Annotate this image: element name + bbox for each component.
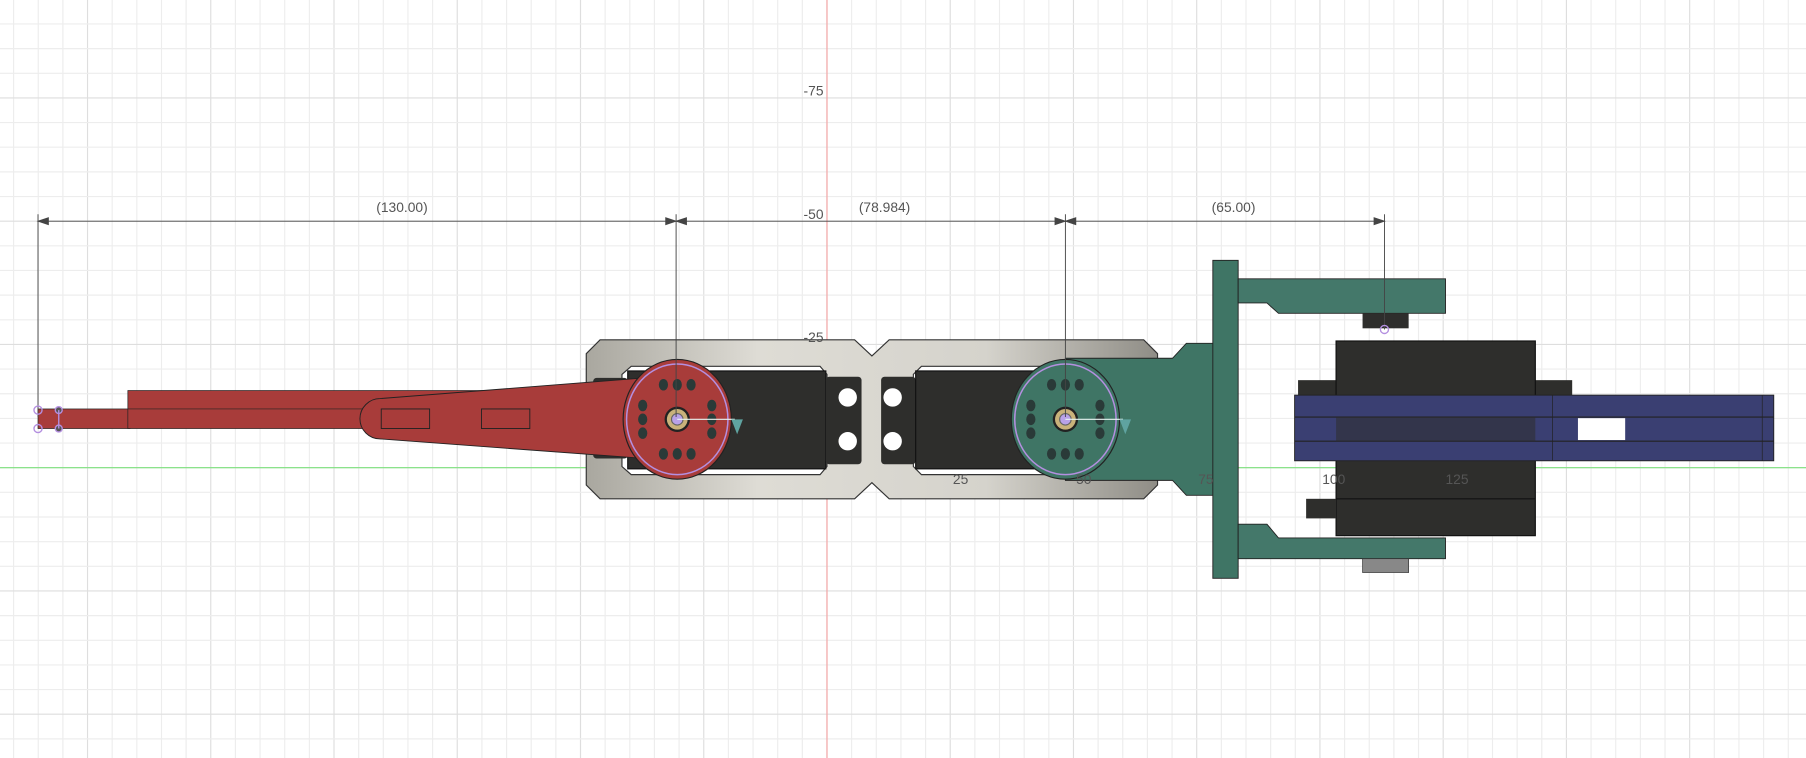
horn-hole [638,427,648,439]
joint-arrow-icon [731,419,743,435]
horn-hole [1046,379,1057,391]
horn-hole [686,448,696,460]
dimension-lines [36,214,1386,418]
x-label: 25 [953,471,969,487]
x-label: 125 [1445,471,1468,487]
dimension-label-78[interactable]: (78.984) [859,199,910,215]
horn-hole [638,399,648,412]
mount-hole [883,388,902,407]
horn-hole [658,448,669,460]
joint-arrow-icon [1119,419,1132,435]
horn-hole [672,379,682,391]
horn-hole [686,379,696,391]
horn-hole [672,448,682,460]
y-label: -50 [804,206,824,222]
horn-hole [1026,413,1036,426]
horn-hole [1074,379,1084,391]
dimension-label-65[interactable]: (65.00) [1212,199,1256,215]
x-label: 100 [1322,471,1345,487]
dimension-label-130[interactable]: (130.00) [376,199,427,215]
horn-hole [638,413,648,426]
x-label: 75 [1198,471,1214,487]
horn-hole [1095,427,1105,439]
x-label: 50 [1076,471,1092,487]
sketch-points[interactable] [33,324,1390,434]
horn-hole [1060,448,1071,460]
y-label: -75 [804,83,824,99]
horn-hole [1046,448,1057,460]
horn-hole [1026,427,1036,439]
mount-hole [838,431,857,451]
horn-hole [1026,399,1036,412]
mount-hole [883,431,902,451]
blue-gripper-bar[interactable] [1294,394,1775,462]
horn-hole [1074,448,1084,460]
y-label: -25 [804,329,824,345]
mount-hole [838,388,857,407]
horn-hole [707,399,717,412]
horn-hole [707,427,717,439]
horn-hole [1095,399,1105,412]
horn-hole [658,379,669,391]
